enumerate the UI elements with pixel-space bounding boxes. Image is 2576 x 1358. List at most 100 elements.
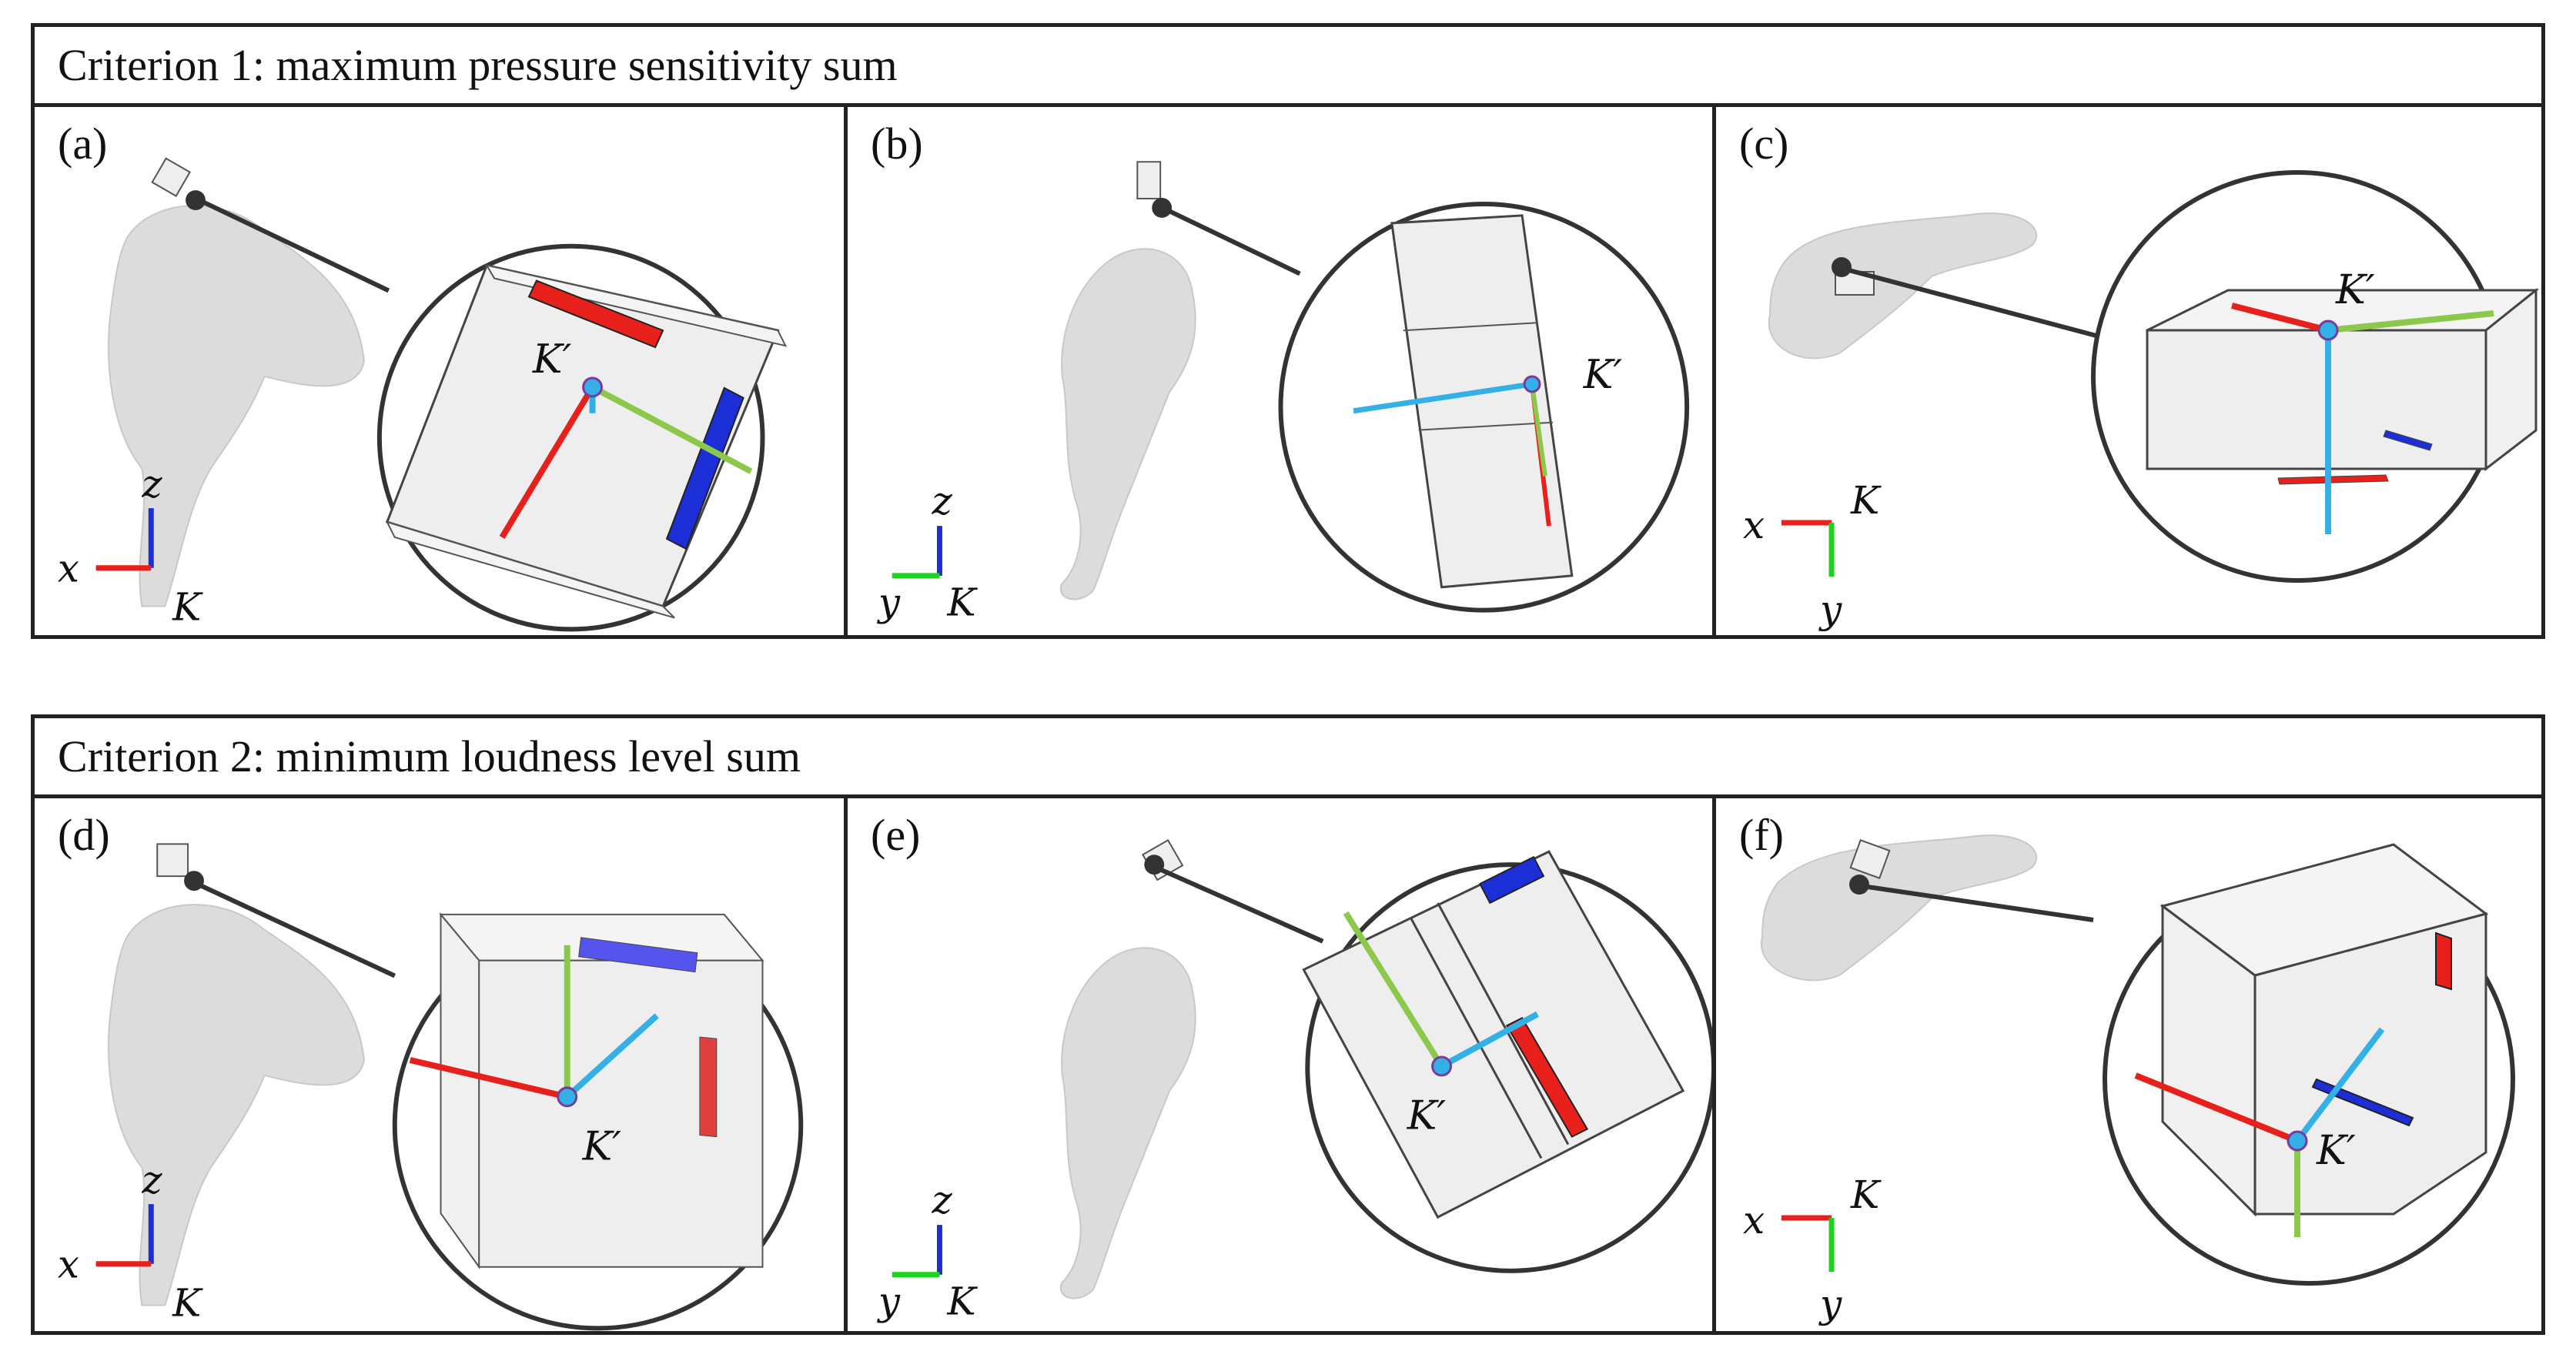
- connector-line: [1164, 207, 1301, 276]
- small-cube: [1136, 161, 1162, 199]
- panel-b-label: (b): [871, 119, 923, 169]
- small-cube: [156, 843, 189, 878]
- small-cube: [151, 157, 191, 198]
- global-frame-label: K: [172, 584, 203, 629]
- global-frame-label: K: [946, 580, 978, 625]
- ear-mesh: [108, 205, 365, 607]
- ear-mesh: [1059, 947, 1196, 1299]
- global-y-label: y: [877, 580, 901, 625]
- local-origin: [557, 1086, 578, 1108]
- criterion-1-title: Criterion 1: maximum pressure sensitivit…: [35, 27, 2541, 107]
- connector-line: [196, 881, 396, 978]
- local-origin: [2317, 319, 2339, 341]
- criterion-2-title: Criterion 2: minimum loudness level sum: [35, 718, 2541, 798]
- local-z-axis: [2294, 1027, 2385, 1143]
- local-y-axis: [2327, 310, 2494, 333]
- panel-d-label: (d): [58, 810, 110, 860]
- panel-f-figure: K′ x y K: [1743, 835, 2515, 1326]
- panel-b: K′ z y K (b): [848, 107, 1716, 635]
- box-divider-1: [1410, 918, 1543, 1159]
- panel-d-figure: K′ z x K: [58, 843, 804, 1331]
- local-x-axis: [1343, 911, 1444, 1069]
- global-y-label: y: [1818, 1282, 1842, 1326]
- global-frame-label: K: [1850, 1172, 1882, 1217]
- global-x-label: x: [1743, 503, 1765, 547]
- panel-f: K′ x y K (f): [1716, 798, 2541, 1331]
- panel-b-figure: K′ z y K: [877, 161, 1690, 625]
- global-frame-label: K: [946, 1279, 978, 1324]
- local-frame-label: K′: [582, 1123, 622, 1169]
- local-frame-label: K′: [2316, 1128, 2356, 1174]
- local-origin: [1523, 375, 1541, 393]
- global-y-label: y: [877, 1279, 901, 1324]
- panel-d: K′ z x K (d): [35, 798, 848, 1331]
- panel-a-label: (a): [58, 119, 108, 169]
- blue-rectangle: [665, 386, 744, 550]
- local-z-axis: [1353, 381, 1533, 414]
- panel-e-label: (e): [871, 810, 921, 860]
- ear-mesh: [108, 904, 365, 1306]
- global-x-label: x: [58, 1243, 79, 1287]
- box-divider-2: [1437, 902, 1570, 1146]
- global-y-label: y: [1818, 587, 1842, 632]
- blue-rectangle: [2383, 430, 2433, 451]
- panel-a: K′ z x K (a): [35, 107, 848, 635]
- local-frame-label: K′: [1407, 1093, 1447, 1139]
- local-frame-label: K′: [2335, 267, 2375, 313]
- local-z-axis: [565, 1013, 659, 1099]
- magnified-box: [2146, 287, 2540, 472]
- criterion-2-section: Criterion 2: minimum loudness level sum …: [31, 714, 2545, 1335]
- panel-c-figure: K′ x y K: [1743, 170, 2540, 632]
- magnified-box: [1302, 850, 1685, 1219]
- red-rectangle: [527, 279, 664, 349]
- global-x-label: x: [1743, 1198, 1765, 1243]
- box-divider-1: [1403, 322, 1538, 332]
- global-frame-label: K: [1850, 478, 1882, 523]
- local-origin: [582, 376, 603, 398]
- red-rectangle: [699, 1036, 718, 1138]
- local-y-axis: [1440, 1011, 1539, 1069]
- magnified-box: [439, 912, 764, 1269]
- ear-mesh: [1059, 248, 1196, 600]
- local-frame-label: K′: [532, 336, 572, 383]
- global-z-label: z: [932, 1178, 953, 1223]
- global-x-label: x: [58, 547, 79, 591]
- source-point: [186, 190, 206, 210]
- small-cube: [1849, 839, 1891, 879]
- global-z-label: z: [932, 479, 953, 523]
- panel-e: K′ z y K (e): [848, 798, 1716, 1331]
- connector-line: [1842, 266, 2106, 340]
- source-point: [1152, 198, 1173, 218]
- red-rectangle: [1505, 1016, 1589, 1138]
- red-rectangle: [2277, 474, 2389, 485]
- connector-line: [1862, 884, 2094, 922]
- global-z-label: z: [141, 1158, 162, 1202]
- criterion-1-section: Criterion 1: maximum pressure sensitivit…: [31, 23, 2545, 639]
- global-z-label: z: [141, 462, 162, 507]
- connector-line: [1156, 866, 1324, 944]
- red-rectangle: [2435, 932, 2452, 991]
- local-y-axis: [590, 384, 753, 474]
- local-x-axis: [2231, 303, 2329, 333]
- panel-a-figure: K′ z x K: [58, 157, 788, 632]
- ear-mesh: [1760, 835, 2037, 982]
- blue-rectangle: [1478, 855, 1545, 905]
- panel-f-label: (f): [1739, 810, 1784, 860]
- magnified-box: [2159, 843, 2489, 1217]
- panel-e-figure: K′ z y K: [877, 838, 1712, 1324]
- local-frame-label: K′: [1583, 352, 1623, 398]
- blue-rectangle: [578, 937, 698, 973]
- local-y-axis: [1530, 383, 1547, 477]
- source-point: [1849, 875, 1869, 895]
- connector-line: [198, 198, 390, 293]
- box-divider-2: [1418, 421, 1553, 431]
- local-x-axis: [409, 1057, 568, 1100]
- local-x-axis: [499, 385, 595, 540]
- local-origin: [2287, 1130, 2308, 1152]
- global-frame-label: K: [172, 1280, 203, 1325]
- local-origin: [1431, 1055, 1453, 1077]
- panel-c-label: (c): [1739, 119, 1789, 169]
- panel-c: K′ x y K (c): [1716, 107, 2541, 635]
- magnified-box: [1390, 214, 1574, 589]
- local-x-axis: [2134, 1072, 2299, 1144]
